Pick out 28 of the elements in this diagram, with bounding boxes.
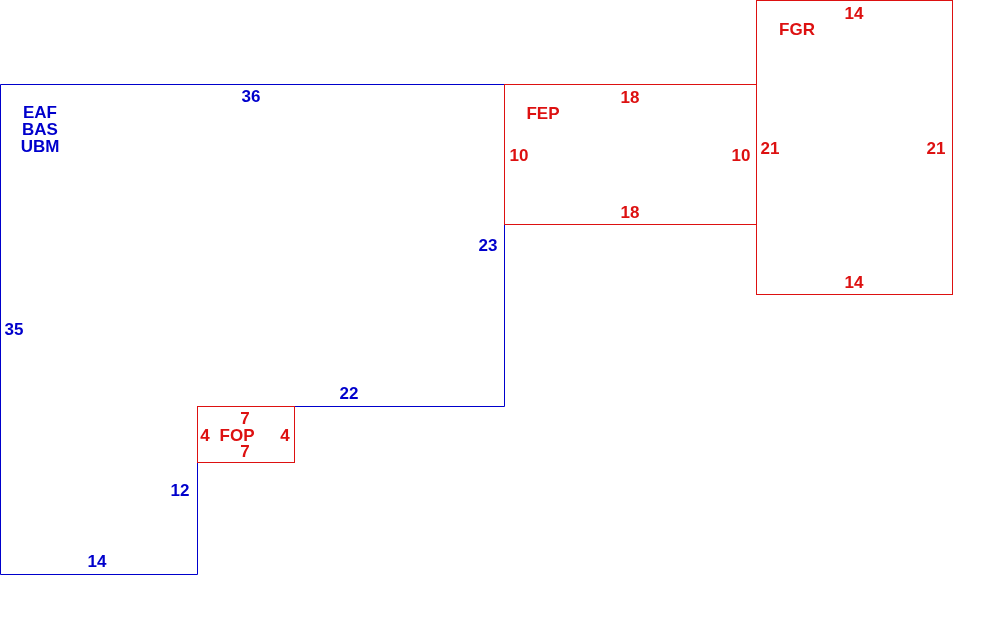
dimension-label: 4	[200, 426, 210, 444]
room-outline	[504, 84, 757, 225]
dimension-label: 21	[760, 139, 780, 157]
room-label: FGR	[779, 20, 815, 38]
room-outline	[756, 0, 953, 295]
room-label: UBM	[20, 137, 60, 155]
room-label: EAF	[23, 103, 57, 121]
dimension-label: 7	[240, 409, 250, 427]
dimension-label: 14	[87, 552, 107, 570]
dimension-label: 36	[241, 87, 261, 105]
dimension-label: 21	[926, 139, 946, 157]
dimension-label: 22	[339, 384, 359, 402]
dimension-label: 35	[4, 320, 24, 338]
dimension-label: 14	[844, 273, 864, 291]
dimension-label: 10	[509, 146, 529, 164]
room-outline	[0, 84, 505, 575]
dimension-label: 12	[170, 481, 190, 499]
room-label: FEP	[526, 104, 560, 122]
room-label: FOP	[219, 426, 255, 444]
dimension-label: 4	[280, 426, 290, 444]
dimension-label: 14	[844, 4, 864, 22]
dimension-label: 18	[620, 88, 640, 106]
room-label: BAS	[22, 120, 58, 138]
dimension-label: 7	[240, 442, 250, 460]
room-outline	[197, 406, 295, 463]
dimension-label: 10	[731, 146, 751, 164]
dimension-label: 18	[620, 203, 640, 221]
dimension-label: 23	[478, 236, 498, 254]
